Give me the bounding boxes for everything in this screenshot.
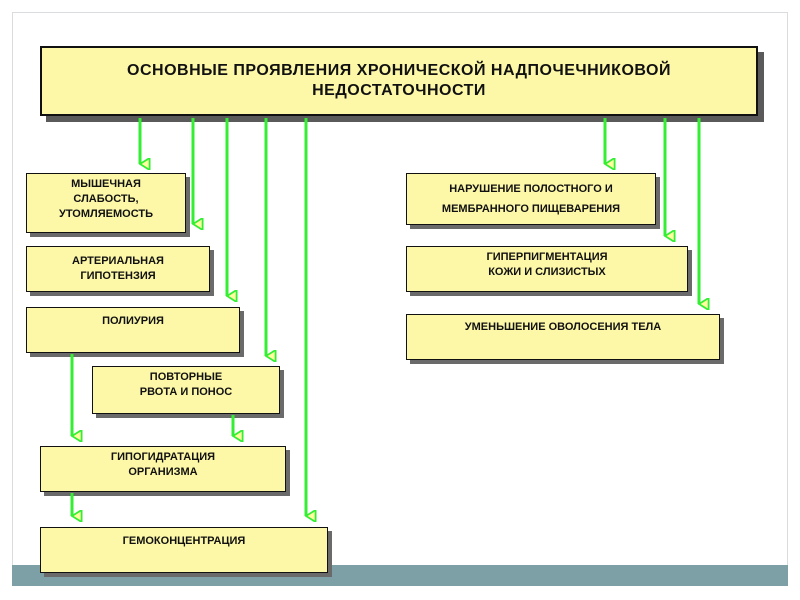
box-hemoconcentration: ГЕМОКОНЦЕНТРАЦИЯ xyxy=(40,527,328,573)
box-muscle-weakness: МЫШЕЧНАЯ СЛАБОСТЬ, УТОМЛЯЕМОСТЬ xyxy=(26,173,186,233)
box-digestion-disorder: НАРУШЕНИЕ ПОЛОСТНОГО И МЕМБРАННОГО ПИЩЕВ… xyxy=(406,173,656,225)
box-polyuria: ПОЛИУРИЯ xyxy=(26,307,240,353)
box-hyperpigmentation: ГИПЕРПИГМЕНТАЦИЯ КОЖИ И СЛИЗИСТЫХ xyxy=(406,246,688,292)
box-arterial-hypotension: АРТЕРИАЛЬНАЯ ГИПОТЕНЗИЯ xyxy=(26,246,210,292)
box-dehydration: ГИПОГИДРАТАЦИЯ ОРГАНИЗМА xyxy=(40,446,286,492)
box-vomiting-diarrhea: ПОВТОРНЫЕ РВОТА И ПОНОС xyxy=(92,366,280,414)
diagram-title: ОСНОВНЫЕ ПРОЯВЛЕНИЯ ХРОНИЧЕСКОЙ НАДПОЧЕЧ… xyxy=(40,46,758,116)
box-body-hair-reduction: УМЕНЬШЕНИЕ ОВОЛОСЕНИЯ ТЕЛА xyxy=(406,314,720,360)
